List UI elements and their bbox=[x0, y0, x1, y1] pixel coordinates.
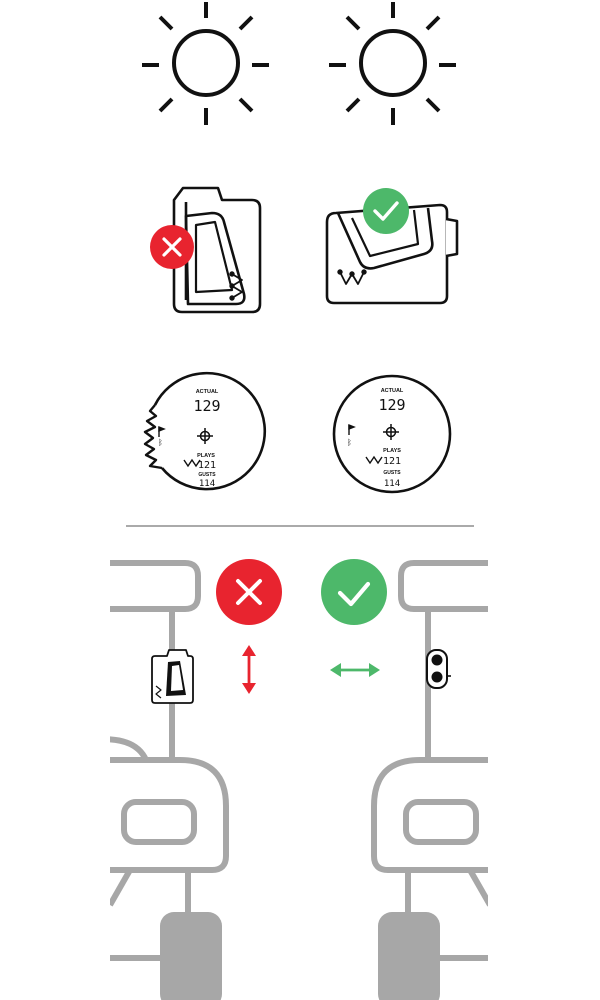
gusts-label: GUSTS bbox=[383, 470, 401, 476]
plays-value: 121 bbox=[198, 460, 216, 471]
rangefinder-icon-cart-end bbox=[426, 649, 451, 689]
x-icon-cart bbox=[216, 559, 282, 625]
bluetooth-icon: ᛒ bbox=[158, 438, 163, 447]
plays-label: PLAYS bbox=[197, 453, 215, 459]
rangefinder-icon-cart-vertical bbox=[151, 649, 194, 704]
rangefinder-icon-horizontal bbox=[325, 203, 459, 305]
actual-label: ACTUAL bbox=[196, 389, 219, 395]
horizontal-arrow-icon bbox=[330, 663, 380, 677]
shake-edge bbox=[143, 404, 163, 470]
crown-logo-icon bbox=[365, 455, 383, 465]
actual-label: ACTUAL bbox=[381, 388, 404, 394]
vertical-arrow-icon bbox=[242, 645, 256, 694]
golf-cart-illustration bbox=[110, 560, 488, 1000]
gusts-label: GUSTS bbox=[198, 472, 216, 478]
plays-label: PLAYS bbox=[383, 448, 401, 454]
display-view-shaky: ACTUAL 129 ᛒ PLAYS 121 GUSTS 114 bbox=[143, 371, 266, 491]
gusts-value: 114 bbox=[384, 479, 400, 489]
actual-value: 129 bbox=[378, 396, 405, 414]
cart-right bbox=[371, 560, 488, 1000]
flag-icon bbox=[158, 425, 166, 437]
flag-icon bbox=[348, 423, 356, 435]
crown-logo-icon bbox=[183, 458, 201, 468]
bluetooth-icon: ᛒ bbox=[347, 438, 352, 447]
check-icon-rangefinder bbox=[363, 188, 409, 234]
check-icon-cart bbox=[321, 559, 387, 625]
actual-value: 129 bbox=[193, 397, 220, 415]
display-view-steady: ACTUAL 129 ᛒ PLAYS 121 GUSTS 114 bbox=[332, 374, 452, 494]
sun-icon-left bbox=[142, 2, 269, 125]
sun-icon-right bbox=[329, 2, 456, 125]
crosshair-icon bbox=[383, 424, 399, 440]
plays-value: 121 bbox=[383, 456, 401, 467]
x-icon-rangefinder bbox=[150, 225, 194, 269]
crosshair-icon bbox=[197, 428, 213, 444]
gusts-value: 114 bbox=[199, 479, 215, 489]
cart-left bbox=[110, 560, 229, 1000]
